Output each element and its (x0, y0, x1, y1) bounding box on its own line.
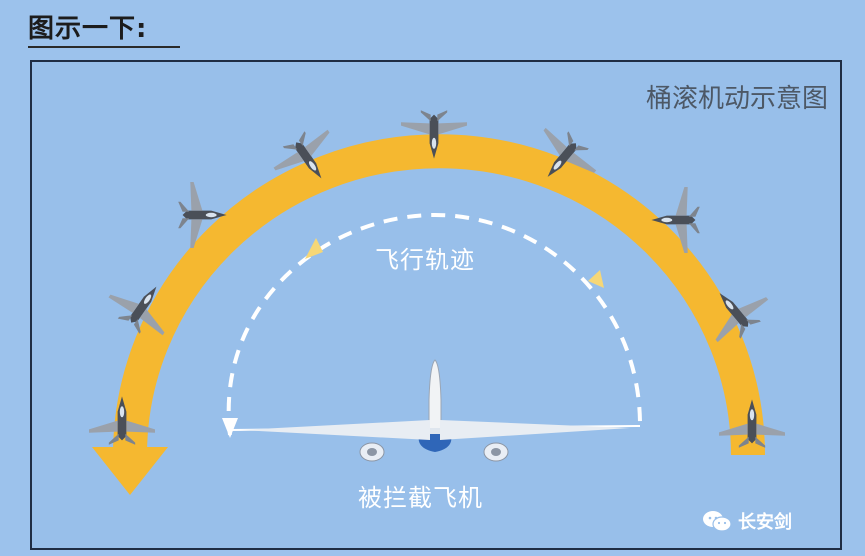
intercepted-airliner-icon (229, 359, 641, 462)
section-heading: 图示一下: (28, 14, 148, 44)
watermark-text: 长安剑 (738, 512, 792, 533)
track-arrowhead-down (222, 418, 238, 438)
track-arrowhead-right (588, 270, 604, 288)
intercepted-aircraft-label: 被拦截飞机 (358, 484, 483, 512)
arc-arrowhead (92, 447, 168, 495)
flight-track-label: 飞行轨迹 (375, 246, 475, 274)
watermark: 长安剑 (702, 508, 792, 534)
heading-underline (28, 46, 180, 48)
flight-track-path (226, 212, 642, 436)
roll-arc (113, 134, 765, 456)
wechat-icon (703, 511, 732, 532)
track-arrowhead-upper-left (305, 238, 323, 259)
diagram-title: 桶滚机动示意图 (645, 84, 828, 114)
